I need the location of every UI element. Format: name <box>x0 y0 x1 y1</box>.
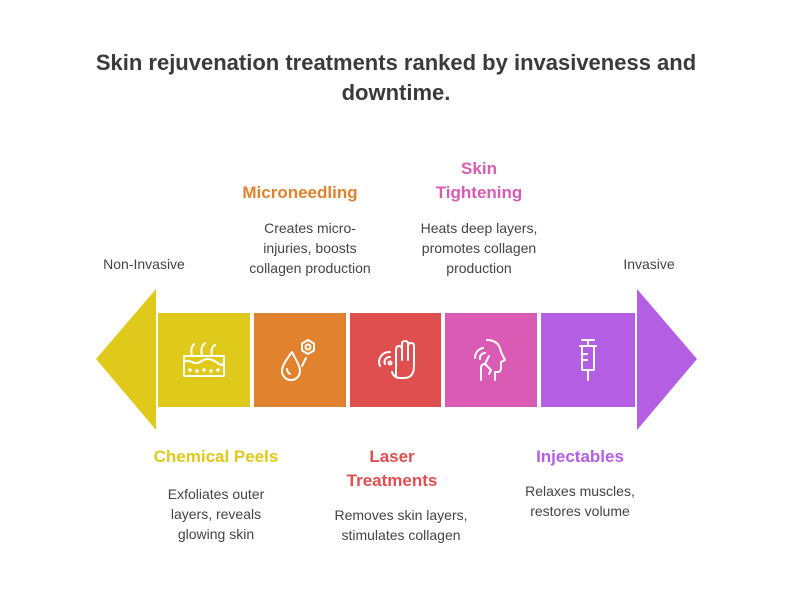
chemical-peels-description: Exfoliates outer layers, reveals glowing… <box>167 486 265 542</box>
skin-layers-icon <box>180 336 228 384</box>
segment-skin-tightening <box>445 313 537 407</box>
injectables-heading: Injectables <box>536 447 624 466</box>
laser-treatments-heading: Laser Treatments <box>346 447 438 490</box>
needle-drop-icon <box>276 336 324 384</box>
scale-right-label: Invasive <box>623 256 675 272</box>
laser-treatments-description: Removes skin layers, stimulates collagen <box>334 507 468 543</box>
segment-microneedling <box>254 313 346 407</box>
microneedling-heading: Microneedling <box>242 183 358 202</box>
scale-left-label: Non-Invasive <box>103 256 185 272</box>
skin-tightening-heading: Skin Tightening <box>435 159 523 202</box>
arrowhead-right <box>637 289 697 430</box>
syringe-icon <box>564 336 612 384</box>
arrowhead-left <box>96 289 156 430</box>
chemical-peels-heading: Chemical Peels <box>153 447 279 466</box>
diagram-title: Skin rejuvenation treatments ranked by i… <box>95 50 697 105</box>
injectables-description: Relaxes muscles, restores volume <box>525 483 635 519</box>
laser-hand-icon <box>372 336 420 384</box>
microneedling-description: Creates micro-injuries, boosts collagen … <box>249 220 371 276</box>
skin-tightening-description: Heats deep layers, promotes collagen pro… <box>420 220 538 276</box>
face-tighten-icon <box>467 336 515 384</box>
